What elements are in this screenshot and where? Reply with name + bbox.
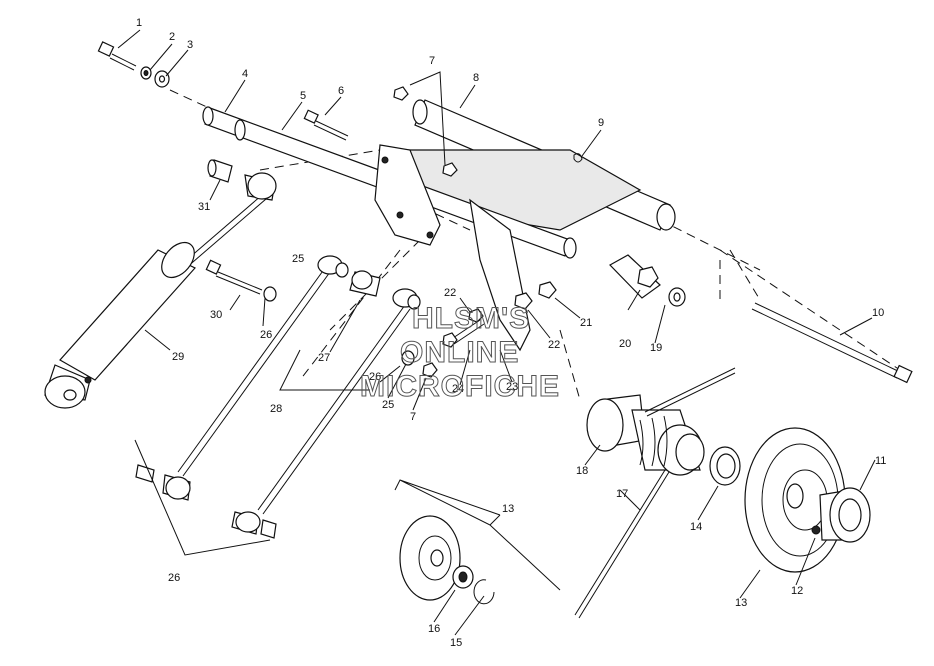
callout-4: 4 <box>242 68 248 80</box>
watermark-line-2: ONLINE <box>400 336 519 369</box>
callout-labels: 1 2 3 4 5 6 7 8 9 31 30 25 26 27 28 29 2… <box>136 17 886 649</box>
callout-5: 5 <box>300 90 306 102</box>
bolt-part-6 <box>303 109 349 141</box>
callout-9: 9 <box>598 117 604 129</box>
callout-28: 28 <box>270 403 282 415</box>
bolt-part-1 <box>97 41 137 71</box>
snap-ring-part-15 <box>473 579 495 605</box>
leader-lines <box>117 29 876 636</box>
callout-22-right: 22 <box>548 339 560 351</box>
spring-part-17 <box>574 367 736 619</box>
callout-25-mid: 25 <box>382 399 394 411</box>
callout-13-wheel: 13 <box>735 597 747 609</box>
callout-13-kit: 13 <box>502 503 514 515</box>
callout-24: 24 <box>452 383 464 395</box>
callout-15: 15 <box>450 637 462 649</box>
nut-part-7-lower <box>422 362 438 378</box>
watermark-line-3: MICROFICHE <box>360 370 560 403</box>
callout-7: 7 <box>429 55 435 67</box>
callout-3: 3 <box>187 39 193 51</box>
callout-26-lower: 26 <box>168 572 180 584</box>
bushing-part-31 <box>207 159 233 183</box>
spacer-part-11 <box>819 487 871 543</box>
callout-22-left: 22 <box>444 287 456 299</box>
callout-27: 27 <box>318 352 330 364</box>
callout-10: 10 <box>872 307 884 319</box>
nut-part-7-top <box>393 86 458 177</box>
bolt-part-30 <box>205 259 263 295</box>
washer-part-25 <box>263 286 415 366</box>
washer-part-3 <box>154 70 170 88</box>
callout-30: 30 <box>210 309 222 321</box>
callout-8: 8 <box>473 72 479 84</box>
bushing-part-27 <box>349 270 381 297</box>
callout-29: 29 <box>172 351 184 363</box>
callout-26-upper: 26 <box>260 329 272 341</box>
shock-absorber-part-29 <box>44 172 277 409</box>
callout-6: 6 <box>338 85 344 97</box>
nut-part-21 <box>538 281 557 299</box>
callout-25-upper: 25 <box>292 253 304 265</box>
callout-12: 12 <box>791 585 803 597</box>
bracket-part-20 <box>609 254 661 299</box>
bolt-part-24 <box>442 319 485 348</box>
washer-part-2 <box>140 66 152 80</box>
bolt-part-10 <box>751 302 913 384</box>
clip-part-9 <box>573 153 583 163</box>
callout-18: 18 <box>576 465 588 477</box>
wheel-kit-bracket-13 <box>394 479 561 591</box>
washer-part-19 <box>668 287 686 307</box>
callout-21: 21 <box>580 317 592 329</box>
callout-20: 20 <box>619 338 631 350</box>
callout-1: 1 <box>136 17 142 29</box>
small-idler-wheel-part-13 <box>399 515 461 601</box>
watermark-line-1: HLSM'S <box>412 302 530 335</box>
watermark: HLSM'S ONLINE MICROFICHE <box>360 302 560 404</box>
callout-2: 2 <box>169 31 175 43</box>
link-rod-part-28 <box>162 255 418 535</box>
callout-11: 11 <box>875 455 886 467</box>
grouping-lines <box>134 71 446 556</box>
callout-7-lower: 7 <box>410 411 416 423</box>
callout-17: 17 <box>616 488 628 500</box>
bushing-part-26 <box>135 262 421 539</box>
washer-part-14 <box>709 446 741 486</box>
callout-31: 31 <box>198 201 210 213</box>
nut-part-22 <box>468 292 533 323</box>
hub-part-18 <box>586 394 646 452</box>
callout-14: 14 <box>690 521 702 533</box>
callout-16: 16 <box>428 623 440 635</box>
bearing-part-12 <box>811 525 821 535</box>
callout-23: 23 <box>506 381 518 393</box>
callout-19: 19 <box>650 342 662 354</box>
bearing-part-16 <box>452 565 474 589</box>
callout-26-mid: 26 <box>369 371 381 383</box>
